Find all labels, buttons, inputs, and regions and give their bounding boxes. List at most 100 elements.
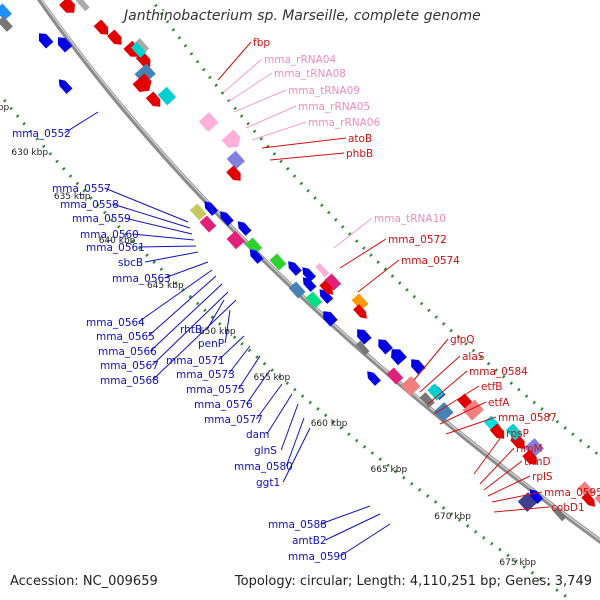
leader-line — [320, 505, 371, 525]
leader-line — [223, 58, 263, 93]
gene-label-mma_0584: mma_0584 — [469, 366, 528, 378]
gene-feature-15 — [157, 86, 177, 106]
leader-line — [150, 283, 223, 352]
gene-feature-46 — [390, 349, 407, 366]
gene-label-trmD: trmD — [524, 456, 551, 468]
kbp-label: 655 kbp — [254, 373, 291, 383]
gene-label-mma_0575: mma_0575 — [186, 384, 245, 396]
gene-feature-16 — [145, 91, 161, 107]
gene-label-mma_0577: mma_0577 — [204, 414, 263, 426]
kbp-label: 645 kbp — [147, 281, 184, 291]
gene-feature-39 — [319, 280, 334, 295]
gene-box — [386, 367, 404, 385]
gene-label-cobD1: cobD1 — [551, 502, 585, 514]
gene-feature-25 — [204, 201, 219, 216]
gene-label-ggt1: ggt1 — [256, 477, 280, 489]
gene-feature-3 — [59, 0, 76, 13]
gene-box — [315, 262, 330, 278]
gene-arrow — [59, 0, 76, 13]
gene-feature-21 — [226, 165, 241, 181]
gene-box — [427, 383, 445, 401]
gene-feature-53 — [433, 402, 454, 422]
gene-box — [0, 16, 13, 32]
gene-arrow — [411, 359, 426, 375]
gene-feature-63 — [577, 481, 595, 499]
gene-box — [594, 491, 600, 509]
gene-label-mma_0572: mma_0572 — [388, 234, 447, 246]
map-title: Janthinobacterium sp. Marseille, complet… — [124, 8, 481, 24]
gene-feature-22 — [189, 203, 207, 221]
gene-feature-4 — [75, 0, 90, 12]
gene-feature-18 — [198, 112, 219, 132]
gene-label-glnS: glnS — [254, 445, 277, 457]
gene-box — [505, 423, 523, 441]
kbp-label: 660 kbp — [311, 419, 348, 429]
gene-label-etfA: etfA — [488, 397, 510, 409]
gene-box — [305, 291, 323, 309]
gene-arrow — [489, 423, 505, 439]
gene-arrow — [288, 261, 302, 276]
kbp-label: 650 kbp — [199, 327, 236, 337]
gene-feature-64 — [594, 491, 600, 509]
gene-arrow — [57, 37, 73, 53]
leader-line — [419, 355, 461, 393]
gene-arrow — [226, 165, 241, 181]
gene-label-alaS: alaS — [462, 351, 485, 363]
gene-arrow — [378, 339, 393, 355]
gene-arrow — [220, 211, 234, 226]
gene-arrow — [93, 19, 109, 35]
gene-label-sbcB: sbcB — [118, 257, 143, 269]
gene-feature-26 — [220, 211, 234, 226]
gene-label-atoB: atoB — [348, 133, 372, 145]
outer-tick-ring — [150, 0, 600, 458]
gene-feature-27 — [237, 221, 252, 236]
leader-line — [483, 460, 523, 491]
gene-label-penP: penP — [198, 338, 224, 350]
gene-feature-43 — [357, 329, 372, 345]
leader-line — [487, 475, 531, 497]
leader-line — [255, 383, 283, 420]
gene-label-rpsP: rpsP — [506, 428, 529, 440]
gene-arrow — [58, 79, 73, 94]
leader-line — [164, 261, 209, 279]
gene-feature-44 — [355, 340, 370, 356]
leader-line — [473, 432, 505, 475]
gene-box — [419, 392, 435, 408]
gene-feature-33 — [288, 281, 306, 299]
leader-line — [224, 309, 231, 344]
gene-box — [133, 38, 150, 54]
gene-box — [400, 376, 421, 396]
gene-feature-52 — [419, 392, 435, 408]
gene-feature-20 — [226, 150, 246, 170]
leader-line — [261, 137, 347, 149]
gene-arrow — [204, 201, 219, 216]
gene-arrow — [581, 492, 596, 507]
leader-line — [138, 245, 197, 248]
gene-label-mma_0564: mma_0564 — [86, 317, 145, 329]
leader-line — [340, 523, 391, 557]
leader-line — [333, 217, 373, 249]
gene-feature-2 — [0, 16, 13, 32]
leader-line — [217, 41, 252, 81]
gene-arrow — [302, 267, 317, 282]
gene-feature-28 — [245, 237, 263, 255]
gene-label-mma_0595: mma_0595 — [544, 487, 600, 499]
gene-arrow — [107, 29, 122, 45]
gene-box — [462, 399, 484, 421]
leader-line — [491, 491, 543, 503]
leader-line — [269, 152, 345, 161]
gene-arrow — [145, 91, 161, 107]
gene-label-mma_rRNA06: mma_rRNA06 — [308, 117, 380, 129]
gene-arrow — [353, 304, 367, 319]
gene-label-mma_0557: mma_0557 — [52, 183, 111, 195]
gene-feature-72 — [552, 506, 567, 522]
label-leaders — [64, 41, 550, 557]
gene-label-mma_0566: mma_0566 — [98, 346, 157, 358]
gene-label-mma_0568: mma_0568 — [100, 375, 159, 387]
gene-box — [130, 42, 147, 58]
gene-box — [199, 215, 217, 233]
gene-labels: mma_0552mma_0557mma_0558mma_0559mma_0560… — [12, 37, 600, 563]
gene-label-mma_0574: mma_0574 — [401, 255, 460, 267]
gene-feature-48 — [367, 371, 381, 386]
